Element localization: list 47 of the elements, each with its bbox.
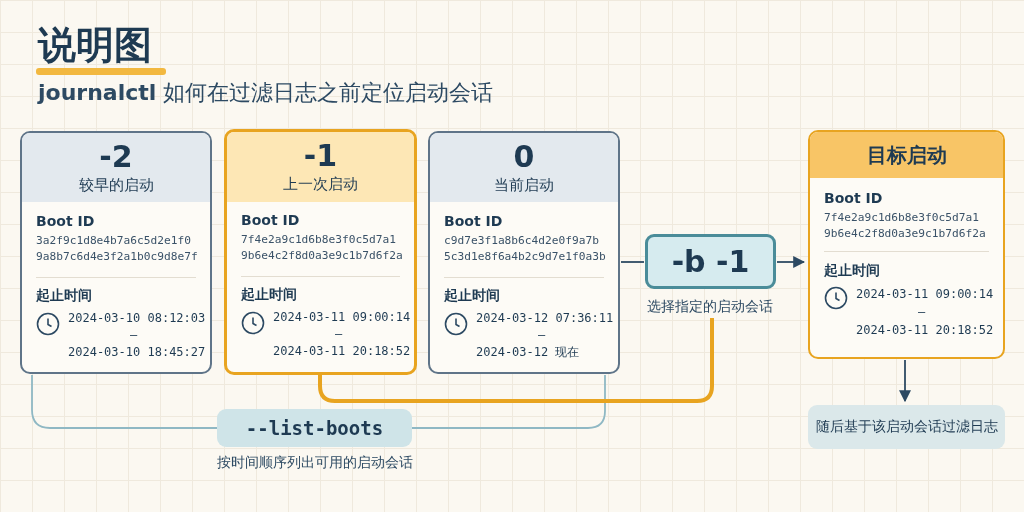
timestamp-text: 2024-03-10 18:45:27 <box>68 344 207 360</box>
field-label: Boot ID <box>241 211 300 230</box>
caption-text: 按时间顺序列出可用的启动会话 <box>216 453 414 472</box>
header-text: 上一次启动 <box>282 174 359 194</box>
timestamp-text: 2024-03-11 20:18:52 <box>273 343 412 359</box>
boot-offset: -1 <box>302 138 339 174</box>
subtitle-text: journalctl 如何在过滤日志之前定位启动会话 <box>38 79 494 107</box>
dash-text: — <box>335 326 343 342</box>
header-text: 较早的启动 <box>77 175 155 195</box>
connector-line <box>411 374 606 429</box>
field-label: 起止时间 <box>36 286 92 305</box>
header-text: 当前启动 <box>493 175 555 195</box>
field-label: 起止时间 <box>824 261 880 280</box>
target-card <box>808 130 1005 359</box>
boot-id-text: 3a2f9c1d8e4b7a6c5d2e1f0 9a8b7c6d4e3f2a1b0c9d8e7f <box>36 233 199 265</box>
boot-card <box>428 131 620 374</box>
boot-id-text: c9d7e3f1a8b6c4d2e0f9a7b 5c3d1e8f6a4b2c9d7e1f0a3b <box>444 233 607 265</box>
connector-line <box>318 318 714 403</box>
timestamp-text: 2024-03-11 20:18:52 <box>856 322 995 338</box>
timestamp-text: 2024-03-10 08:12:03 <box>68 310 207 326</box>
note-box: 随后基于该启动会话过滤日志 <box>808 405 1005 449</box>
boot-offset: 0 <box>512 139 536 175</box>
boot-offset: -2 <box>98 139 134 175</box>
dash-text: — <box>130 327 138 343</box>
command-box: -b -1 <box>645 234 776 289</box>
boot-card <box>20 131 212 374</box>
boot-id-text: 7f4e2a9c1d6b8e3f0c5d7a1 9b6e4c2f8d0a3e9c1b7d6f2a <box>241 232 404 264</box>
field-label: 起止时间 <box>241 285 297 304</box>
header-text: 目标启动 <box>865 142 948 169</box>
title-text: 说明图 <box>38 22 152 68</box>
dash-text: — <box>538 327 546 343</box>
command-box: --list-boots <box>217 409 412 447</box>
timestamp-text: 2024-03-11 09:00:14 <box>856 286 995 302</box>
field-label: Boot ID <box>36 212 95 231</box>
boot-id-text: 7f4e2a9c1d6b8e3f0c5d7a1 9b6e4c2f8d0a3e9c1b7d6f2a <box>824 210 987 242</box>
arrow <box>899 359 911 403</box>
timestamp-text: 2024-03-11 09:00:14 <box>273 309 412 325</box>
dash-text: — <box>918 304 926 320</box>
timestamp-text: 2024-03-12 07:36:11 <box>476 310 615 326</box>
timestamp-text: 2024-03-12 现在 <box>476 344 581 360</box>
caption-text: 选择指定的启动会话 <box>646 297 774 316</box>
field-label: 起止时间 <box>444 286 500 305</box>
field-label: Boot ID <box>444 212 503 231</box>
arrow <box>776 256 806 268</box>
boot-card <box>224 129 417 375</box>
connector-line <box>620 261 645 263</box>
field-label: Boot ID <box>824 189 883 208</box>
